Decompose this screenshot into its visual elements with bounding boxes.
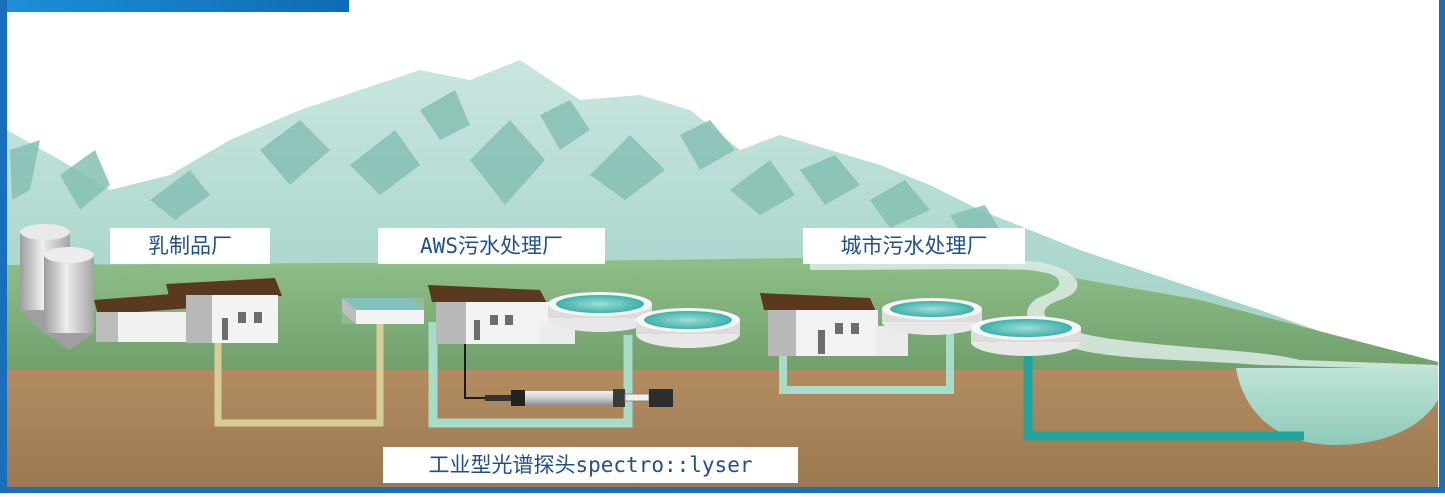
dairy-plant-label: 乳制品厂 bbox=[110, 228, 270, 264]
spectro-probe-icon bbox=[485, 389, 673, 407]
top-tab-bar bbox=[7, 0, 349, 12]
city-pipe bbox=[779, 330, 954, 394]
building-icon bbox=[428, 285, 575, 344]
inlet-channel-icon bbox=[342, 298, 424, 324]
building-icon bbox=[760, 293, 908, 356]
outfall-pipe bbox=[1023, 352, 1304, 441]
dairy-pipe bbox=[214, 318, 384, 427]
clarifier-tank-icon bbox=[971, 316, 1081, 356]
frame-left-border bbox=[0, 0, 7, 493]
silo-icon bbox=[20, 224, 94, 350]
building-icon bbox=[94, 278, 282, 343]
clarifier-tank-icon bbox=[548, 292, 652, 332]
probe-label: 工业型光谱探头spectro::lyser bbox=[383, 447, 798, 483]
lake bbox=[1236, 368, 1438, 445]
clarifier-tank-icon bbox=[636, 308, 740, 348]
frame-right-border bbox=[1439, 0, 1445, 493]
aws-pipe bbox=[428, 322, 633, 428]
city-plant-label: 城市污水处理厂 bbox=[803, 228, 1025, 264]
river bbox=[810, 260, 1438, 370]
clarifier-tank-icon bbox=[882, 298, 982, 335]
aws-plant-label: AWS污水处理厂 bbox=[378, 228, 605, 264]
frame-bottom-border bbox=[0, 487, 1445, 493]
